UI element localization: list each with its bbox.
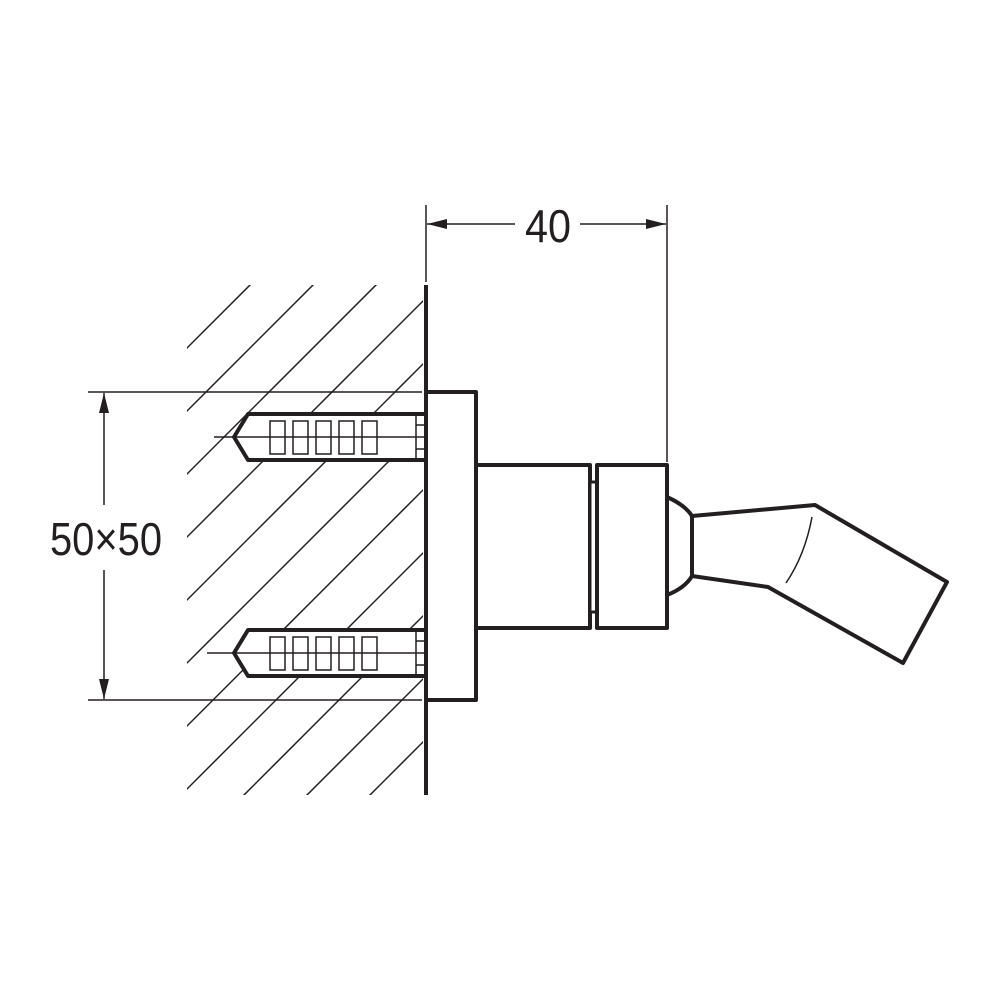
shower-holder [424, 390, 949, 702]
ball-joint [665, 495, 694, 597]
hatch-line [305, 677, 423, 795]
hatch-line [187, 362, 423, 602]
dimension-label-40: 40 [525, 200, 571, 252]
wall-plug [207, 628, 450, 678]
hatch-line [242, 614, 423, 795]
hatch-line [187, 285, 378, 476]
extension-lines [88, 205, 668, 701]
wall-hatching [187, 285, 423, 795]
holder-body [474, 463, 592, 630]
wall-plug [214, 412, 450, 462]
swivel-cap [595, 463, 669, 630]
wall-anchors [207, 412, 450, 678]
hatch-line [187, 299, 423, 539]
hatch-line [187, 551, 423, 791]
hatch-line [187, 488, 423, 728]
arm-contour-line [785, 516, 813, 584]
dimension-label-50x50: 50×50 [50, 513, 162, 565]
mounting-plate [424, 390, 478, 702]
hatch-line [187, 285, 315, 413]
hatch-line [187, 425, 423, 665]
handshower-holder-arm [690, 503, 949, 665]
